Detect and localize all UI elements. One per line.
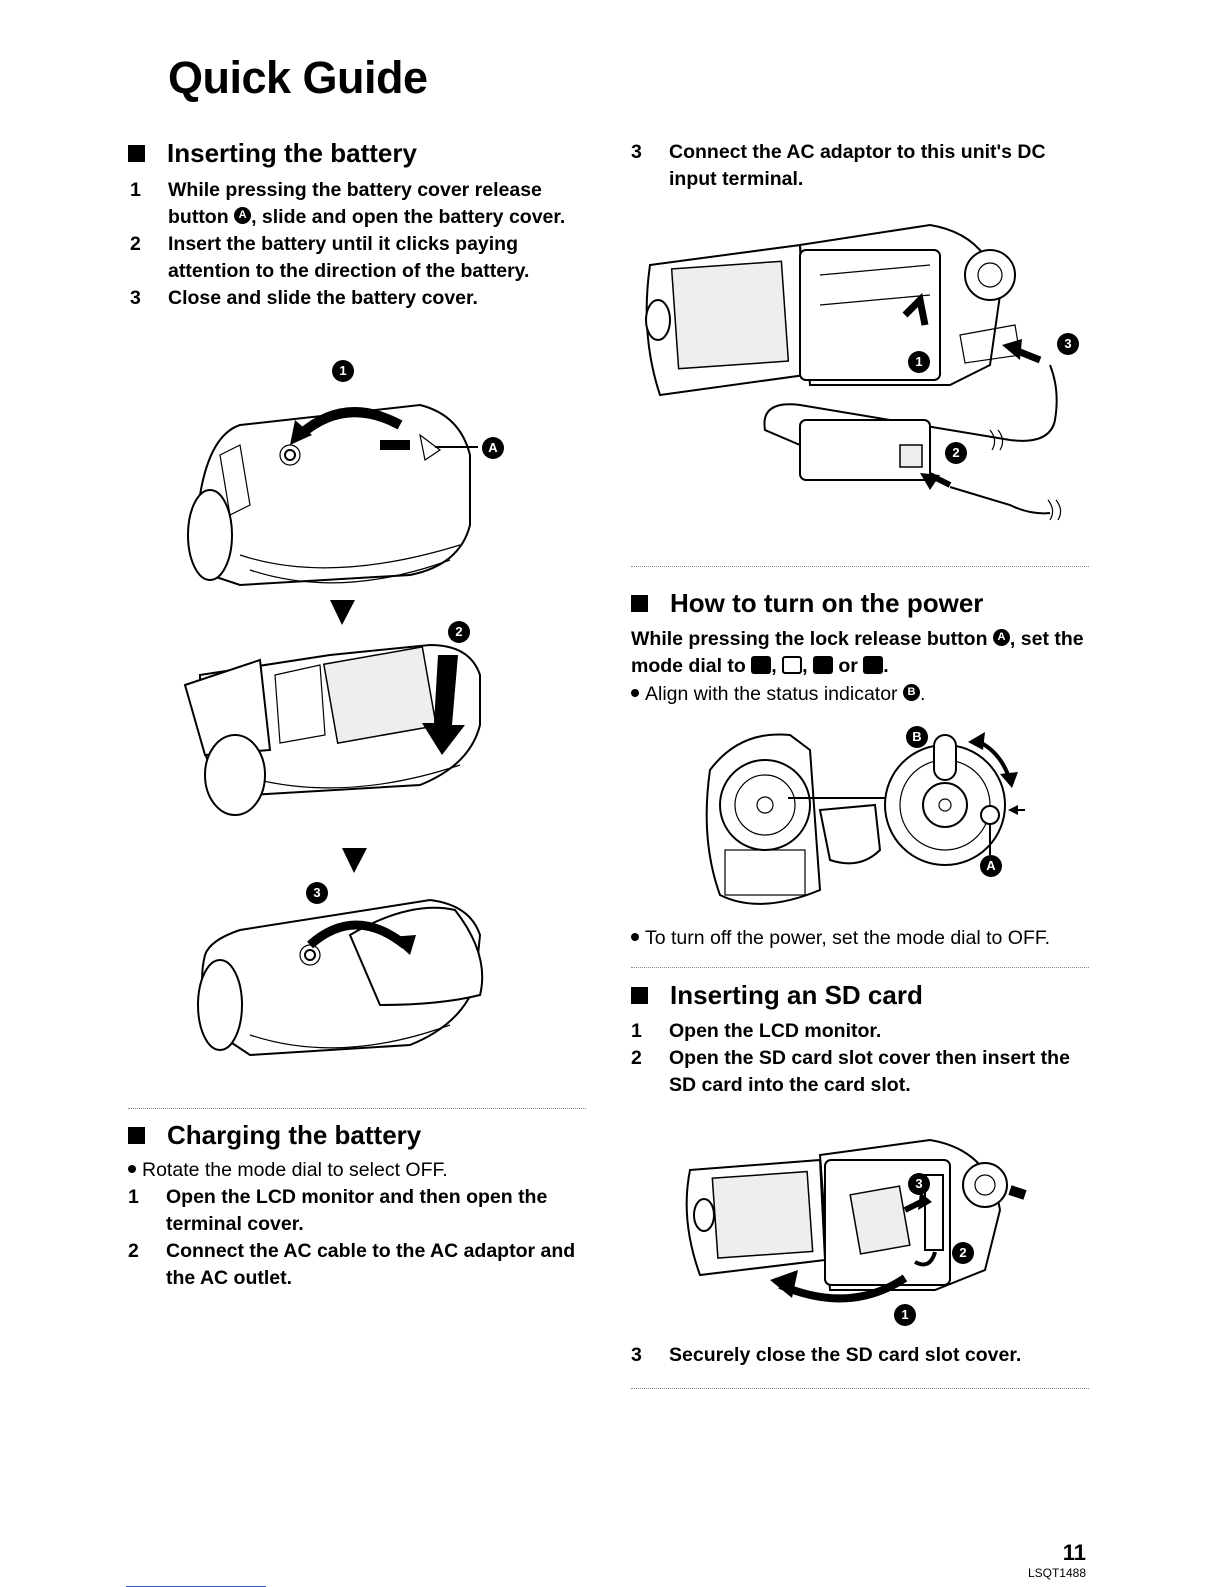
square-bullet-icon xyxy=(128,145,145,162)
charging-step-3: 3 Connect the AC adaptor to this unit's … xyxy=(631,141,1046,190)
marker-b-icon: B xyxy=(902,684,920,702)
charging-figure-marker-2: 2 xyxy=(945,442,967,464)
sdcard-figure-marker-3: 3 xyxy=(908,1173,930,1195)
doc-code: LSQT1488 xyxy=(1027,1566,1086,1580)
power-bullet-2: To turn off the power, set the mode dial… xyxy=(631,925,1050,952)
camcorder-charging-drawing xyxy=(645,223,1062,521)
battery-figure-marker-2: 2 xyxy=(448,621,470,643)
square-bullet-icon xyxy=(631,595,648,612)
battery-step-1: 1 While pressing the battery cover relea… xyxy=(130,179,566,228)
divider xyxy=(631,1388,1089,1389)
camcorder-battery-drawing xyxy=(183,403,484,1057)
sdcard-figure-marker-1: 1 xyxy=(894,1304,916,1326)
battery-figure-marker-1: 1 xyxy=(332,360,354,382)
video-playback-icon xyxy=(782,655,803,674)
charging-step-2: 2 Connect the AC cable to the AC adaptor… xyxy=(128,1240,576,1289)
page-number: 11 xyxy=(1062,1540,1086,1565)
marker-a-icon: A xyxy=(234,207,252,225)
bullet-dot-icon xyxy=(631,932,639,941)
picture-mode-icon xyxy=(812,655,833,674)
charging-steps-continued: 3 Connect the AC adaptor to this unit's … xyxy=(631,139,1091,193)
square-bullet-icon xyxy=(128,1127,145,1144)
video-mode-icon xyxy=(751,655,772,674)
power-figure-marker-a: A xyxy=(980,855,1002,877)
page-title: Quick Guide xyxy=(168,52,428,103)
divider xyxy=(128,1108,586,1109)
mode-dial-illustration: B A xyxy=(700,720,1030,915)
charging-figure-marker-1: 1 xyxy=(908,351,930,373)
charging-heading: Charging the battery xyxy=(128,1120,421,1151)
square-bullet-icon xyxy=(631,987,648,1004)
divider xyxy=(631,967,1089,968)
power-heading: How to turn on the power xyxy=(631,588,983,619)
bullet-dot-icon xyxy=(128,1164,136,1173)
mode-dial-drawing xyxy=(705,732,1025,905)
battery-figure-marker-3: 3 xyxy=(306,882,328,904)
power-instruction: While pressing the lock release button A… xyxy=(631,628,1084,677)
sdcard-steps: 1 Open the LCD monitor. 2 Open the SD ca… xyxy=(631,1018,1091,1099)
sdcard-illustration: 3 2 1 xyxy=(680,1130,1040,1330)
charging-bullet: Rotate the mode dial to select OFF. xyxy=(128,1157,448,1184)
charging-step-1: 1 Open the LCD monitor and then open the… xyxy=(128,1186,548,1235)
power-bullet-1: Align with the status indicator B. xyxy=(631,681,925,708)
sdcard-step-1: 1 Open the LCD monitor. xyxy=(631,1020,882,1042)
ac-adaptor-illustration: 1 2 3 xyxy=(630,205,1090,545)
charging-steps: 1 Open the LCD monitor and then open the… xyxy=(128,1184,588,1292)
divider xyxy=(631,566,1089,567)
battery-heading: Inserting the battery xyxy=(128,138,417,169)
sdcard-step-3: 3 Securely close the SD card slot cover. xyxy=(631,1344,1022,1366)
battery-step-2: 2 Insert the battery until it clicks pay… xyxy=(130,233,530,282)
sdcard-insert-drawing xyxy=(685,1138,1027,1303)
battery-illustration: 1 A 2 3 xyxy=(180,355,520,1085)
battery-figure-marker-a: A xyxy=(482,437,504,459)
sdcard-step-2: 2 Open the SD card slot cover then inser… xyxy=(631,1047,1070,1096)
marker-a-icon: A xyxy=(992,629,1010,647)
power-figure-marker-b: B xyxy=(906,726,928,748)
bullet-dot-icon xyxy=(631,688,639,697)
battery-step-3: 3 Close and slide the battery cover. xyxy=(130,287,478,309)
charging-figure-marker-3: 3 xyxy=(1057,333,1079,355)
battery-steps: 1 While pressing the battery cover relea… xyxy=(130,177,590,312)
sdcard-heading: Inserting an SD card xyxy=(631,980,923,1011)
sdcard-steps-continued: 3 Securely close the SD card slot cover. xyxy=(631,1342,1091,1369)
picture-playback-icon xyxy=(863,655,884,674)
sdcard-figure-marker-2: 2 xyxy=(952,1242,974,1264)
